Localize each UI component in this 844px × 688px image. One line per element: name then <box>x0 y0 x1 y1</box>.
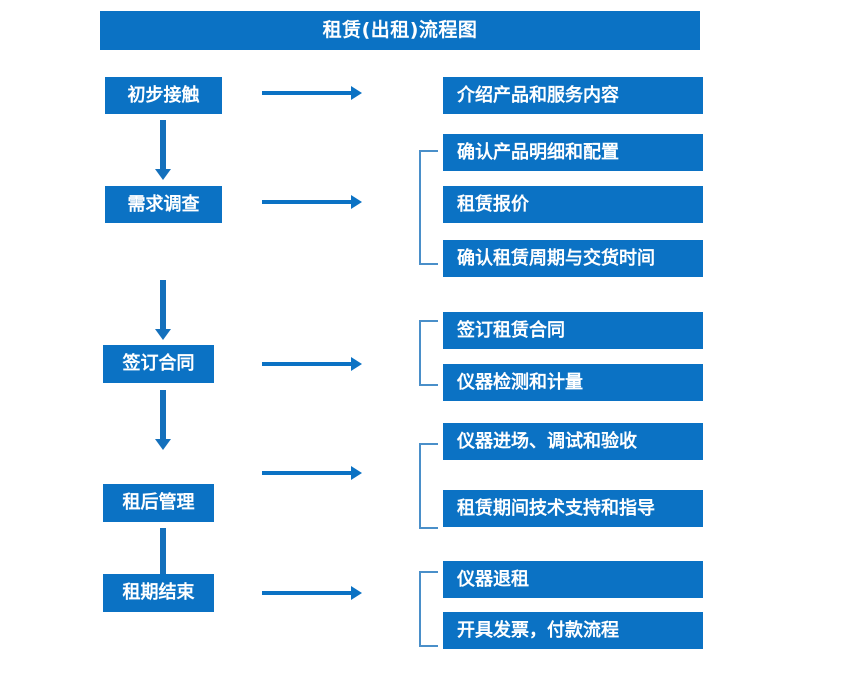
task-label: 开具发票，付款流程 <box>457 619 619 641</box>
arrow-down-icon <box>155 390 171 450</box>
arrow-down-icon <box>155 280 171 340</box>
task-label: 租赁期间技术支持和指导 <box>457 497 655 519</box>
arrow-right-icon <box>262 466 362 480</box>
stage-box-4[interactable]: 租后管理 <box>103 484 214 522</box>
task-box-5-2[interactable]: 开具发票，付款流程 <box>443 612 703 649</box>
arrow-right-icon <box>262 357 362 371</box>
task-box-2-1[interactable]: 确认产品明细和配置 <box>443 134 703 171</box>
task-label: 介绍产品和服务内容 <box>457 84 619 106</box>
task-box-2-3[interactable]: 确认租赁周期与交货时间 <box>443 240 703 277</box>
group-bracket-icon <box>419 150 438 265</box>
arrow-right-icon <box>262 586 362 600</box>
stage-label-4: 租后管理 <box>122 492 195 513</box>
task-box-4-2[interactable]: 租赁期间技术支持和指导 <box>443 490 703 527</box>
task-label: 仪器退租 <box>457 568 529 590</box>
task-box-4-1[interactable]: 仪器进场、调试和验收 <box>443 423 703 460</box>
group-bracket-icon <box>419 320 438 386</box>
task-box-2-2[interactable]: 租赁报价 <box>443 186 703 223</box>
stage-box-1[interactable]: 初步接触 <box>105 77 222 114</box>
task-label: 签订租赁合同 <box>457 319 565 341</box>
stage-box-2[interactable]: 需求调查 <box>105 186 222 223</box>
task-box-1-1[interactable]: 介绍产品和服务内容 <box>443 77 703 114</box>
stage-label-2: 需求调查 <box>127 193 200 215</box>
group-bracket-icon <box>419 443 438 529</box>
task-label: 确认租赁周期与交货时间 <box>457 247 655 269</box>
stage-label-3: 签订合同 <box>122 353 195 374</box>
task-label: 租赁报价 <box>457 193 529 215</box>
task-box-3-1[interactable]: 签订租赁合同 <box>443 312 703 349</box>
task-label: 确认产品明细和配置 <box>457 141 619 163</box>
diagram-title-bar: 租赁(出租)流程图 <box>100 11 700 50</box>
group-bracket-icon <box>419 571 438 647</box>
task-label: 仪器进场、调试和验收 <box>457 430 637 452</box>
arrow-down-icon <box>155 120 171 180</box>
task-box-3-2[interactable]: 仪器检测和计量 <box>443 364 703 401</box>
arrow-right-icon <box>262 86 362 100</box>
stage-label-1: 初步接触 <box>127 84 200 106</box>
arrow-right-icon <box>262 195 362 209</box>
task-label: 仪器检测和计量 <box>457 371 583 393</box>
stage-box-3[interactable]: 签订合同 <box>103 345 214 383</box>
page-title: 租赁(出租)流程图 <box>322 19 478 41</box>
stage-label-5: 租期结束 <box>122 582 195 603</box>
stage-box-5[interactable]: 租期结束 <box>103 574 214 612</box>
task-box-5-1[interactable]: 仪器退租 <box>443 561 703 598</box>
